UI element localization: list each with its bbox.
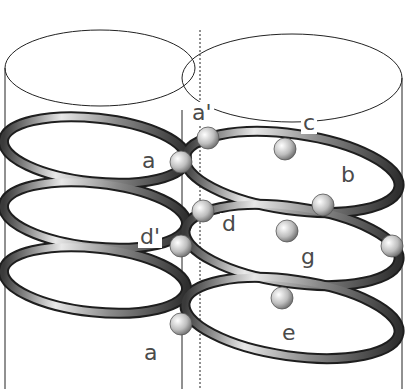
residue-label: d' [138,226,162,248]
residue-label: g [299,246,317,268]
residue-label: a [140,150,157,172]
residue-sphere [170,127,403,335]
residue-label: b [339,164,357,186]
residue-label: a [142,342,159,364]
residue-label: c [301,112,317,134]
helix-ribbon [0,109,404,371]
residue-label: e [280,322,298,344]
residue-label: a' [190,102,214,124]
residue-label: d [220,213,238,235]
